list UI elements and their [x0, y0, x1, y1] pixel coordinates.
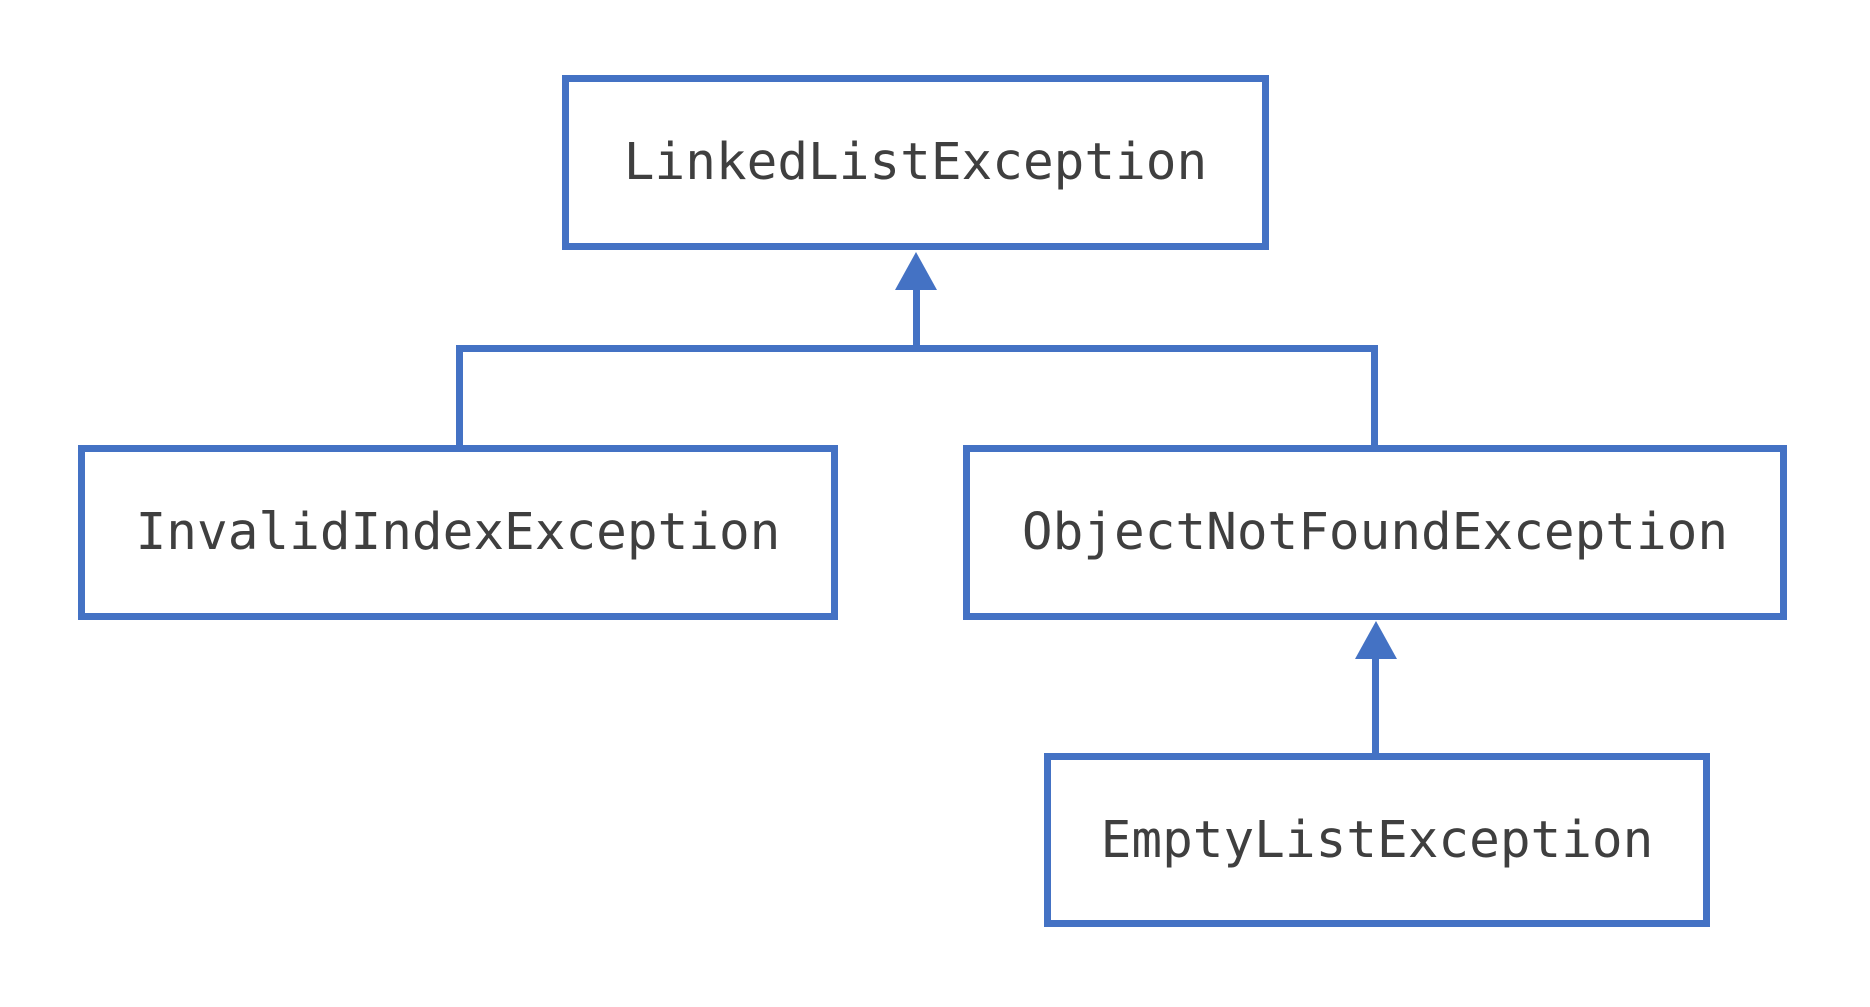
- node-label: ObjectNotFoundException: [1021, 503, 1729, 562]
- node-label: InvalidIndexException: [135, 503, 781, 562]
- connector-drop-right: [1371, 345, 1378, 449]
- node-label: EmptyListException: [1100, 810, 1654, 870]
- node-invalid-index-exception: InvalidIndexException: [78, 445, 838, 620]
- node-object-not-found-exception: ObjectNotFoundException: [963, 445, 1787, 620]
- inheritance-arrowhead-up-icon: [1355, 621, 1397, 659]
- inheritance-arrow-shaft: [1372, 657, 1379, 755]
- node-empty-list-exception: EmptyListException: [1044, 753, 1710, 927]
- connector-drop-left: [456, 345, 463, 449]
- inheritance-arrow-shaft: [913, 288, 920, 349]
- connector-bus-line: [456, 345, 1378, 352]
- node-linked-list-exception: LinkedListException: [562, 75, 1269, 250]
- node-label: LinkedListException: [623, 133, 1208, 192]
- inheritance-arrowhead-up-icon: [895, 252, 937, 290]
